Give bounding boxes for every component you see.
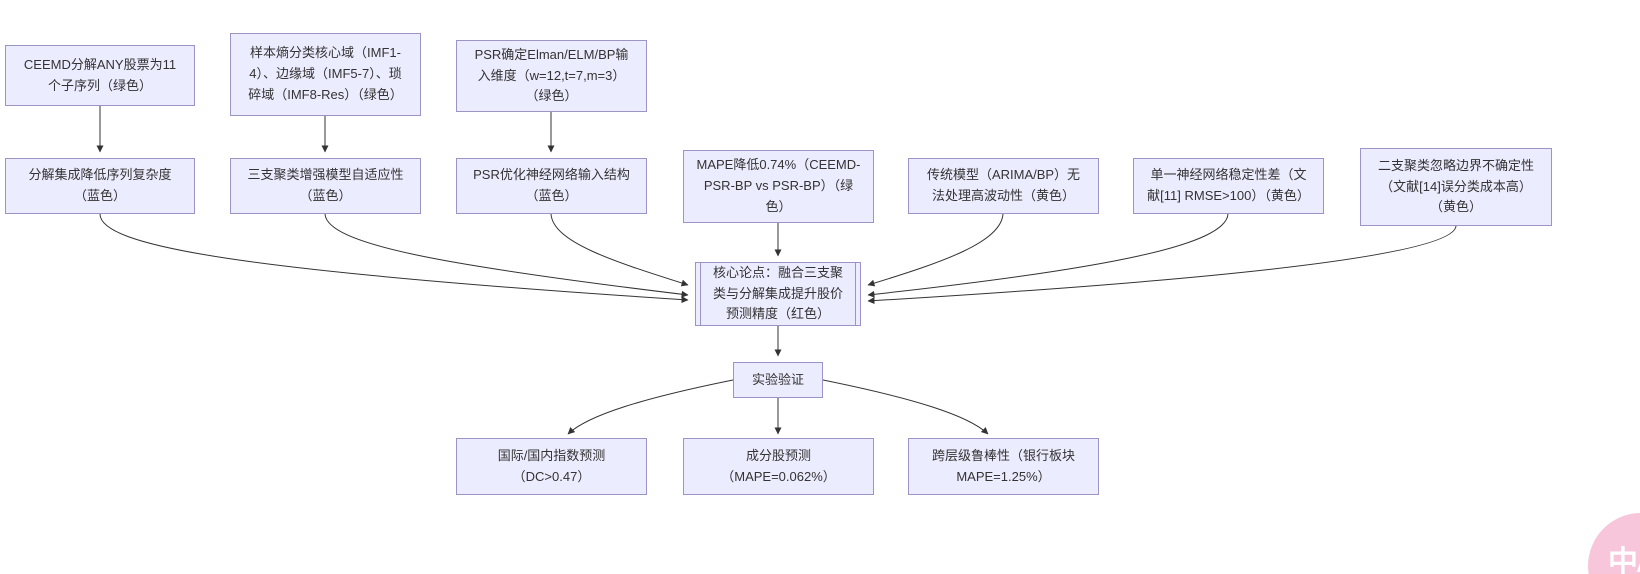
node-psr-opt: PSR优化神经网络输入结构（蓝色）: [456, 158, 647, 214]
node-single-nn-label: 单一神经网络稳定性差（文献[11] RMSE>100）（黄色）: [1147, 167, 1310, 203]
node-sample-entropy: 样本熵分类核心域（IMF1-4）、边缘域（IMF5-7）、琐碎域（IMF8-Re…: [230, 33, 421, 116]
node-psr-dim: PSR确定Elman/ELM/BP输入维度（w=12,t=7,m=3）（绿色）: [456, 40, 647, 112]
node-robustness-label: 跨层级鲁棒性（银行板块 MAPE=1.25%）: [931, 447, 1075, 484]
node-psr-opt-label: PSR优化神经网络输入结构（蓝色）: [473, 167, 630, 203]
edge-threeway-to-core: [324, 213, 689, 298]
edge-traditional-to-core: [867, 213, 1004, 287]
node-ceemd-label: CEEMD分解ANY股票为11个子序列（绿色）: [23, 56, 177, 93]
node-stock-pred: 成分股预测（MAPE=0.062%）: [683, 438, 874, 495]
node-decomp: 分解集成降低序列复杂度（蓝色）: [5, 158, 195, 214]
node-core-thesis: 核心论点：融合三支聚类与分解集成提升股价预测精度（红色）: [695, 262, 861, 326]
node-traditional: 传统模型（ARIMA/BP）无法处理高波动性（黄色）: [908, 158, 1099, 214]
node-experiment: 实验验证: [733, 362, 823, 398]
node-three-way: 三支聚类增强模型自适应性（蓝色）: [230, 158, 421, 214]
node-three-way-label: 三支聚类增强模型自适应性（蓝色）: [247, 167, 404, 203]
edge-singlenn-to-core: [867, 213, 1229, 298]
node-single-nn: 单一神经网络稳定性差（文献[11] RMSE>100）（黄色）: [1133, 158, 1324, 214]
node-mape-label: MAPE降低0.74%（CEEMD-PSR-BP vs PSR-BP）（绿色）: [696, 157, 861, 214]
edge-experiment-to-robust: [822, 379, 989, 435]
translate-button[interactable]: 中A: [1588, 513, 1640, 574]
node-ceemd: CEEMD分解ANY股票为11个子序列（绿色）: [5, 45, 195, 106]
node-index-pred-label: 国际/国内指数预测（DC>0.47）: [497, 447, 606, 484]
edge-psropt-to-core: [550, 213, 689, 287]
node-two-way: 二支聚类忽略边界不确定性（文献[14]误分类成本高）（黄色）: [1360, 148, 1552, 226]
edge-twoway-to-core: [867, 225, 1457, 305]
node-core-thesis-label: 核心论点：融合三支聚类与分解集成提升股价预测精度（红色）: [712, 264, 843, 322]
node-psr-dim-label: PSR确定Elman/ELM/BP输入维度（w=12,t=7,m=3）（绿色）: [474, 46, 629, 104]
node-mape: MAPE降低0.74%（CEEMD-PSR-BP vs PSR-BP）（绿色）: [683, 150, 874, 223]
node-robustness: 跨层级鲁棒性（银行板块 MAPE=1.25%）: [908, 438, 1099, 495]
edge-decomp-to-core: [99, 213, 689, 304]
node-sample-entropy-label: 样本熵分类核心域（IMF1-4）、边缘域（IMF5-7）、琐碎域（IMF8-Re…: [248, 45, 403, 102]
edge-experiment-to-index: [567, 379, 734, 435]
node-stock-pred-label: 成分股预测（MAPE=0.062%）: [721, 447, 836, 484]
node-traditional-label: 传统模型（ARIMA/BP）无法处理高波动性（黄色）: [926, 167, 1081, 203]
node-decomp-label: 分解集成降低序列复杂度（蓝色）: [28, 167, 172, 203]
node-experiment-label: 实验验证: [751, 371, 804, 387]
translate-icon: 中A: [1608, 546, 1640, 574]
node-two-way-label: 二支聚类忽略边界不确定性（文献[14]误分类成本高）（黄色）: [1377, 157, 1534, 215]
node-index-pred: 国际/国内指数预测（DC>0.47）: [456, 438, 647, 495]
